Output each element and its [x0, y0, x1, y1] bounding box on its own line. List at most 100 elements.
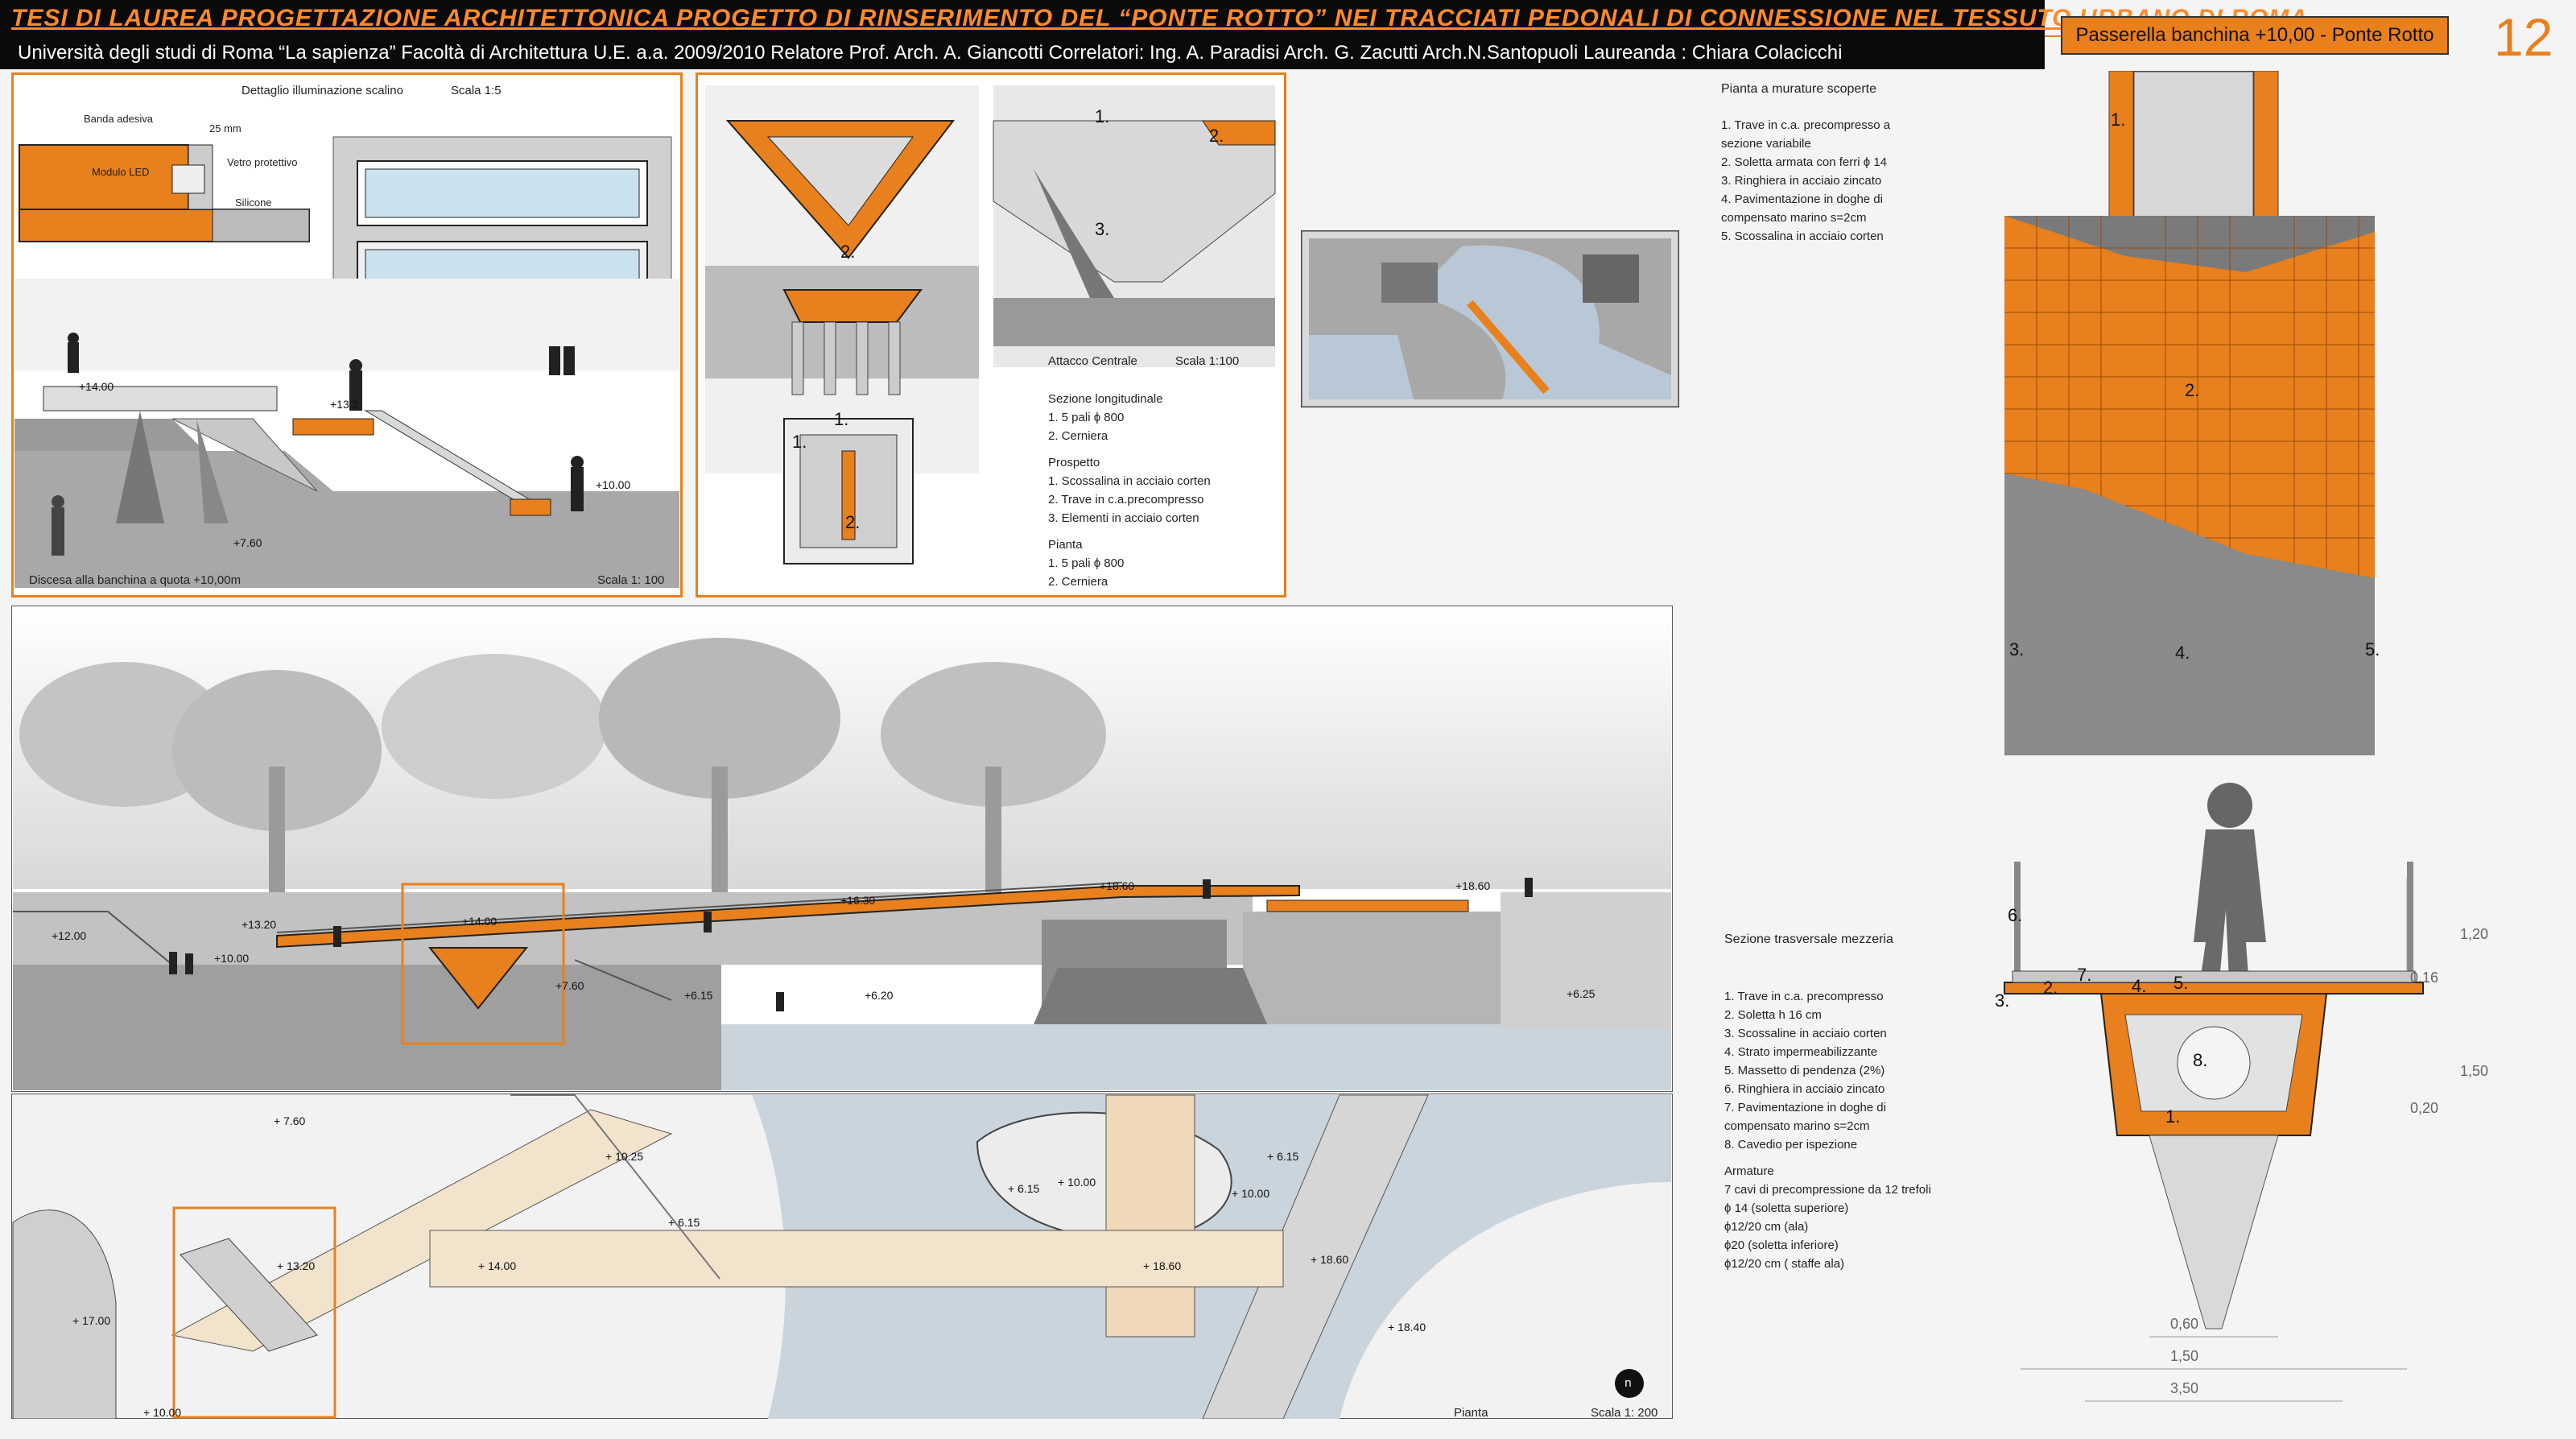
trans-dim-1-20: 1,20: [2460, 926, 2489, 942]
transverse-note: ϕ20 (soletta inferiore): [1724, 1238, 1839, 1252]
trans-dim-1-50h: 1,50: [2170, 1348, 2199, 1364]
masonry-note: 5. Scossalina in acciaio corten: [1721, 229, 1884, 243]
attacco-marker-2a: 2.: [840, 242, 856, 262]
attacco-marker-1b: 1.: [1095, 106, 1110, 126]
title-banner: [0, 0, 2045, 69]
attacco-note: 1. 5 pali ϕ 800: [1048, 411, 1125, 424]
key-map: [1301, 230, 1679, 407]
masonry-plan-drawing: [2004, 71, 2375, 755]
attacco-marker-2b: 2.: [1209, 126, 1224, 146]
plan-caption: Pianta: [1454, 1406, 1488, 1420]
trans-dim-3-50: 3,50: [2170, 1380, 2199, 1396]
detail-label-led: Modulo LED: [92, 166, 150, 178]
attacco-marker-3: 3.: [1095, 219, 1110, 239]
attacco-note-spacer: [1048, 445, 1211, 453]
attacco-note: 1. Scossalina in acciaio corten: [1048, 474, 1211, 488]
masonry-title: Pianta a murature scoperte: [1721, 82, 1876, 96]
transverse-note: 4. Strato impermeabilizzante: [1724, 1045, 1878, 1059]
trans-marker-5: 5.: [2174, 973, 2189, 993]
attacco-title: Attacco Centrale: [1048, 354, 1137, 368]
attacco-marker-1c: 1.: [792, 432, 807, 452]
descent-scale: Scala 1: 100: [597, 573, 665, 587]
trans-dim-0-20: 0,20: [2410, 1100, 2439, 1116]
transverse-note: ϕ 14 (soletta superiore): [1724, 1201, 1849, 1215]
plan-elev-10-b: + 10.00: [143, 1406, 182, 1419]
attacco-note: 2. Cerniera: [1048, 429, 1108, 443]
detail-label-glass: Vetro protettivo: [227, 156, 298, 168]
trans-marker-8: 8.: [2193, 1050, 2208, 1070]
section-elev-16-3: +16.30: [840, 894, 876, 907]
masonry-marker-2: 2.: [2185, 380, 2200, 400]
transverse-notes: 1. Trave in c.a. precompresso 2. Soletta…: [1724, 987, 1931, 1273]
attacco-note: Prospetto: [1048, 456, 1100, 469]
section-elev-14: +14.00: [462, 915, 497, 928]
detail-label-adhesive: Banda adesiva: [84, 113, 154, 125]
masonry-marker-1: 1.: [2111, 110, 2126, 130]
sheet-title-tag: Passerella banchina +10,00 - Ponte Rotto: [2061, 16, 2449, 55]
masonry-marker-5: 5.: [2365, 639, 2380, 660]
trans-dim-1-50v: 1,50: [2460, 1063, 2489, 1079]
trans-marker-1: 1.: [2165, 1106, 2181, 1127]
section-elev-18-6b: +18.60: [1455, 879, 1491, 892]
transverse-note: ϕ12/20 cm (ala): [1724, 1220, 1809, 1234]
transverse-note: 5. Massetto di pendenza (2%): [1724, 1064, 1885, 1077]
trans-marker-6: 6.: [2008, 905, 2023, 925]
trans-dim-0-16: 0,16: [2410, 970, 2439, 986]
sheet-number: 12: [2494, 7, 2553, 67]
attacco-note: 3. Elementi in acciaio corten: [1048, 511, 1199, 525]
section-elev-7-6: +7.60: [555, 979, 584, 992]
attacco-drawing: [705, 85, 1276, 564]
descent-caption: Discesa alla banchina a quota +10,00m: [29, 573, 242, 587]
detail-label-silicone: Silicone: [235, 196, 272, 209]
plan-drawing: [11, 1094, 1673, 1419]
transverse-note: 3. Scossaline in acciaio corten: [1724, 1027, 1887, 1040]
descent-elev-7-6: +7.60: [233, 536, 262, 549]
section-elev-12: +12.00: [52, 929, 87, 942]
descent-detail-drawing: [14, 136, 679, 593]
section-elev-6-25: +6.25: [1567, 987, 1596, 1000]
north-arrow-icon: n: [1624, 1377, 1632, 1390]
section-elev-18-6a: +18.60: [1100, 879, 1135, 892]
plan-elev-18-4: + 18.40: [1388, 1321, 1426, 1334]
masonry-marker-4: 4.: [2175, 643, 2190, 663]
descent-elev-14: +14.00: [79, 380, 114, 393]
trans-marker-4: 4.: [2132, 976, 2147, 996]
attacco-marker-1a: 1.: [834, 409, 849, 429]
section-elev-6-15: +6.15: [684, 989, 713, 1002]
trans-marker-2: 2.: [2043, 978, 2058, 998]
detail-label-25mm: 25 mm: [209, 122, 242, 134]
plan-elev-6-15-c: + 6.15: [1267, 1150, 1299, 1163]
masonry-note: compensato marino s=2cm: [1721, 211, 1867, 225]
attacco-scale: Scala 1:100: [1175, 354, 1240, 368]
longitudinal-section: [11, 606, 1673, 1092]
plan-elev-10-d: + 10.00: [1232, 1187, 1270, 1200]
sheet-connector-line: [2045, 35, 2069, 37]
masonry-marker-3: 3.: [2009, 639, 2025, 660]
masonry-notes: 1. Trave in c.a. precompresso a sezione …: [1721, 116, 1890, 246]
attacco-notes: Sezione longitudinale 1. 5 pali ϕ 800 2.…: [1048, 390, 1211, 591]
masonry-note: 2. Soletta armata con ferri ϕ 14: [1721, 155, 1888, 169]
attacco-note: Sezione longitudinale: [1048, 392, 1163, 406]
plan-elev-18-6a: + 18.60: [1143, 1259, 1182, 1272]
plan-elev-17: + 17.00: [72, 1314, 111, 1327]
transverse-note: 7. Pavimentazione in doghe di: [1724, 1101, 1886, 1114]
transverse-note: 8. Cavedio per ispezione: [1724, 1138, 1858, 1152]
transverse-note-spacer: [1724, 1154, 1931, 1162]
thesis-title: TESI DI LAUREA PROGETTAZIONE ARCHITETTON…: [11, 5, 2308, 31]
plan-scale: Scala 1: 200: [1591, 1406, 1658, 1420]
detail-scale: Scala 1:5: [451, 84, 502, 97]
trans-marker-7: 7.: [2077, 965, 2092, 985]
transverse-note: Armature: [1724, 1164, 1774, 1178]
transverse-note: compensato marino s=2cm: [1724, 1119, 1870, 1133]
descent-elev-13-2: +13.2: [330, 398, 359, 411]
attacco-note: 1. 5 pali ϕ 800: [1048, 556, 1125, 570]
transverse-title: Sezione trasversale mezzeria: [1724, 932, 1893, 946]
plan-elev-6-15-b: + 6.15: [1008, 1182, 1040, 1195]
attacco-marker-2c: 2.: [845, 512, 861, 532]
transverse-note: 1. Trave in c.a. precompresso: [1724, 990, 1884, 1003]
descent-elev-10: +10.00: [596, 478, 631, 491]
transverse-note: 7 cavi di precompressione da 12 trefoli: [1724, 1183, 1931, 1197]
section-elev-10: +10.00: [214, 952, 250, 965]
transverse-note: 2. Soletta h 16 cm: [1724, 1008, 1822, 1022]
detail-title: Dettaglio illuminazione scalino: [242, 84, 403, 97]
